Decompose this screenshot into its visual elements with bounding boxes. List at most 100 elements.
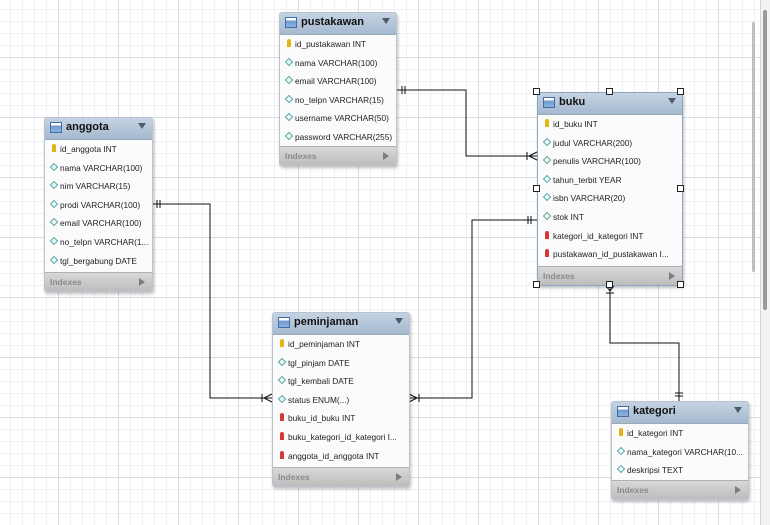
column-diamond-icon — [49, 218, 59, 227]
column-diamond-icon — [284, 75, 294, 85]
column-row[interactable]: anggota_id_anggota INT — [273, 447, 409, 466]
foreign-key-icon — [280, 450, 284, 459]
indexes-section[interactable]: Indexes — [45, 272, 152, 291]
column-row[interactable]: id_kategori INT — [612, 424, 748, 443]
column-row[interactable]: tgl_bergabung DATE — [45, 252, 152, 271]
table-pustakawan[interactable]: pustakawan id_pustakawan INT nama VARCHAR… — [279, 12, 397, 166]
column-row[interactable]: email VARCHAR(100) — [45, 214, 152, 233]
table-icon — [285, 17, 297, 28]
indexes-section[interactable]: Indexes — [612, 480, 748, 499]
column-row[interactable]: prodi VARCHAR(100) — [45, 196, 152, 215]
column-diamond-icon — [49, 162, 59, 171]
table-header[interactable]: pustakawan — [280, 13, 396, 35]
table-peminjaman[interactable]: peminjaman id_peminjaman INT tgl_pinjam D… — [272, 312, 410, 487]
column-row[interactable]: username VARCHAR(50) — [280, 109, 396, 128]
expand-arrow-icon[interactable] — [396, 473, 402, 481]
column-row[interactable]: id_anggota INT — [45, 140, 152, 159]
column-label: no_telpn VARCHAR(1... — [60, 236, 149, 247]
column-row[interactable]: nama VARCHAR(100) — [280, 54, 396, 73]
column-row[interactable]: deskripsi TEXT — [612, 461, 748, 480]
column-label: tgl_bergabung DATE — [60, 255, 137, 266]
chevron-down-icon[interactable] — [734, 407, 742, 413]
primary-key-icon — [545, 119, 549, 127]
expand-arrow-icon[interactable] — [735, 486, 741, 494]
table-header[interactable]: buku — [538, 93, 682, 115]
column-diamond-icon — [277, 375, 287, 385]
column-row[interactable]: kategori_id_kategori INT — [538, 227, 682, 246]
column-row[interactable]: buku_id_buku INT — [273, 409, 409, 428]
column-label: penulis VARCHAR(100) — [553, 156, 641, 167]
resize-handle-nw[interactable] — [533, 88, 540, 95]
chevron-down-icon[interactable] — [668, 98, 676, 104]
column-row[interactable]: no_telpn VARCHAR(15) — [280, 91, 396, 110]
column-row[interactable]: status ENUM(...) — [273, 391, 409, 410]
indexes-section[interactable]: Indexes — [273, 467, 409, 486]
column-label: email VARCHAR(100) — [295, 76, 377, 87]
table-icon — [617, 406, 629, 417]
column-diamond-icon — [542, 174, 552, 184]
primary-key-icon — [619, 428, 623, 436]
column-row[interactable]: email VARCHAR(100) — [280, 72, 396, 91]
chevron-down-icon[interactable] — [382, 18, 390, 24]
resize-handle-sw[interactable] — [533, 281, 540, 288]
resize-handle-s[interactable] — [606, 281, 613, 288]
column-row[interactable]: nama VARCHAR(100) — [45, 159, 152, 178]
column-row[interactable]: isbn VARCHAR(20) — [538, 189, 682, 208]
column-row[interactable]: id_buku INT — [538, 115, 682, 134]
primary-key-icon — [287, 39, 291, 47]
column-row[interactable]: buku_kategori_id_kategori I... — [273, 428, 409, 447]
column-row[interactable]: no_telpn VARCHAR(1... — [45, 233, 152, 252]
table-header[interactable]: anggota — [45, 118, 152, 140]
column-diamond-icon — [277, 357, 287, 366]
column-row[interactable]: password VARCHAR(255) — [280, 128, 396, 147]
column-label: kategori_id_kategori INT — [553, 230, 644, 241]
column-diamond-icon — [542, 193, 552, 202]
expand-arrow-icon[interactable] — [139, 278, 145, 286]
column-label: nama VARCHAR(100) — [60, 162, 143, 173]
column-diamond-icon — [284, 113, 294, 122]
column-row[interactable]: tgl_pinjam DATE — [273, 354, 409, 373]
table-name: peminjaman — [294, 316, 359, 328]
column-row[interactable]: id_pustakawan INT — [280, 35, 396, 54]
column-row[interactable]: penulis VARCHAR(100) — [538, 152, 682, 171]
foreign-key-icon — [545, 249, 549, 258]
column-label: tahun_terbit YEAR — [553, 174, 622, 185]
expand-arrow-icon[interactable] — [669, 272, 675, 280]
column-diamond-icon — [616, 464, 626, 474]
table-header[interactable]: kategori — [612, 402, 748, 424]
indexes-section[interactable]: Indexes — [280, 146, 396, 165]
resize-handle-n[interactable] — [606, 88, 613, 95]
column-row[interactable]: id_peminjaman INT — [273, 335, 409, 354]
resize-handle-se[interactable] — [677, 281, 684, 288]
scrollbar-thumb[interactable] — [763, 10, 767, 310]
column-label: tgl_pinjam DATE — [288, 357, 350, 368]
table-anggota[interactable]: anggota id_anggota INT nama VARCHAR(100) n… — [44, 117, 153, 292]
rel-pustakawan-buku — [397, 89, 537, 157]
resize-handle-ne[interactable] — [677, 88, 684, 95]
indexes-label: Indexes — [543, 271, 575, 281]
table-header[interactable]: peminjaman — [273, 313, 409, 335]
column-diamond-icon — [616, 446, 626, 455]
indexes-section[interactable]: Indexes — [538, 266, 682, 285]
inner-scrollbar-thumb[interactable] — [752, 22, 755, 272]
column-row[interactable]: nim VARCHAR(15) — [45, 177, 152, 196]
chevron-down-icon[interactable] — [395, 318, 403, 324]
column-row[interactable]: judul VARCHAR(200) — [538, 134, 682, 153]
column-row[interactable]: tgl_kembali DATE — [273, 372, 409, 391]
indexes-label: Indexes — [50, 277, 82, 287]
column-row[interactable]: pustakawan_id_pustakawan I... — [538, 245, 682, 264]
expand-arrow-icon[interactable] — [383, 152, 389, 160]
table-name: kategori — [633, 405, 676, 417]
column-row[interactable]: stok INT — [538, 208, 682, 227]
chevron-down-icon[interactable] — [138, 123, 146, 129]
column-label: id_pustakawan INT — [295, 39, 367, 49]
resize-handle-w[interactable] — [533, 185, 540, 192]
column-row[interactable]: tahun_terbit YEAR — [538, 171, 682, 190]
column-label: id_peminjaman INT — [288, 339, 360, 349]
resize-handle-e[interactable] — [677, 185, 684, 192]
indexes-label: Indexes — [285, 151, 317, 161]
column-row[interactable]: nama_kategori VARCHAR(10... — [612, 443, 748, 462]
